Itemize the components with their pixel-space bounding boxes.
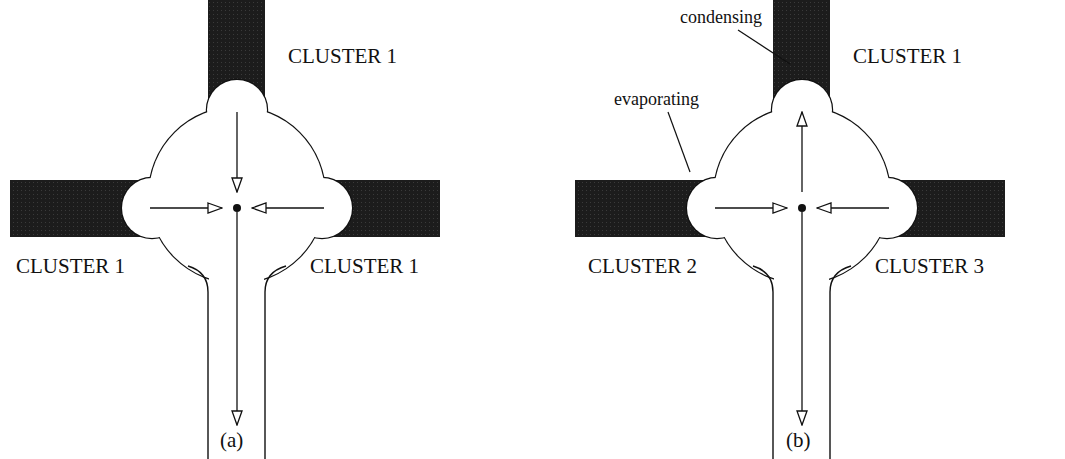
leader-line (668, 112, 690, 172)
panel-label: (a) (220, 430, 243, 451)
leader-line (738, 30, 790, 64)
pore-junction (10, 0, 440, 459)
cluster-label: CLUSTER 1 (288, 46, 397, 67)
panel-label: (b) (786, 430, 811, 451)
leader-note: evaporating (614, 90, 699, 108)
pore-junction (575, 0, 1005, 459)
cluster-label: CLUSTER 1 (310, 256, 419, 277)
cluster-label: CLUSTER 3 (875, 256, 984, 277)
cluster-label: CLUSTER 2 (588, 256, 697, 277)
flow-arrow (801, 112, 802, 192)
flow-arrow (236, 112, 237, 192)
leader-note: condensing (680, 8, 762, 26)
cluster-label: CLUSTER 1 (853, 46, 962, 67)
cluster-label: CLUSTER 1 (16, 256, 125, 277)
